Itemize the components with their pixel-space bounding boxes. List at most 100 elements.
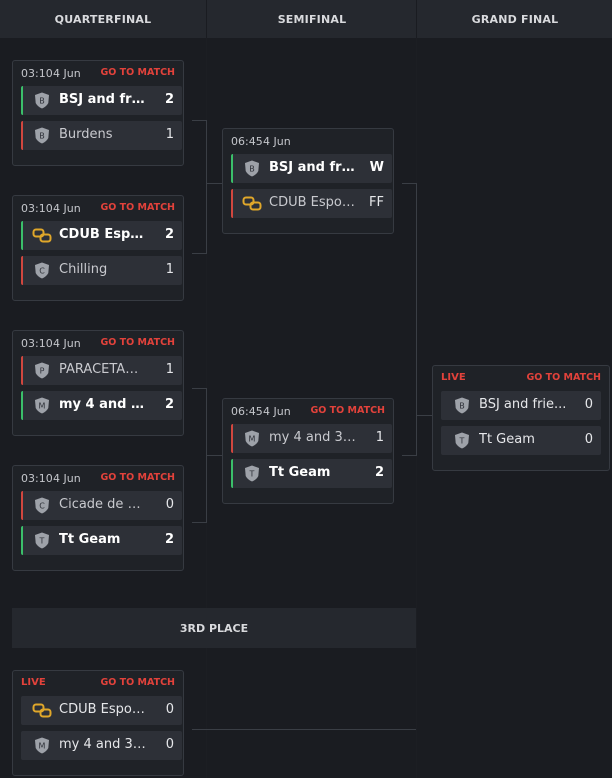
connector-line <box>206 183 222 184</box>
live-badge: LIVE <box>441 372 466 383</box>
team-name: CDUB Esports <box>59 227 149 242</box>
svg-text:T: T <box>39 537 45 546</box>
team-score: 1 <box>375 430 384 445</box>
team-row[interactable]: CDUB Esports 2 <box>21 221 182 250</box>
team-score: 2 <box>164 92 174 107</box>
svg-text:T: T <box>249 470 255 479</box>
third-place-header: 3RD PLACE <box>12 608 416 648</box>
shield-icon: B <box>454 397 470 414</box>
team-name: BSJ and frie... <box>269 160 359 175</box>
match-time: 03:10 <box>21 337 53 350</box>
match-card-semifinal-1: 06:45 4 Jun B BSJ and frie... W CDUB Esp… <box>222 128 394 234</box>
match-card-semifinal-2: 06:45 4 Jun GO TO MATCH M my 4 and 3 ...… <box>222 398 394 504</box>
match-time: 03:10 <box>21 67 53 80</box>
team-row[interactable]: T Tt Geam 2 <box>231 459 392 488</box>
match-date: 4 Jun <box>53 472 81 485</box>
match-time: 06:45 <box>231 135 263 148</box>
connector-line <box>402 455 417 456</box>
match-date: 4 Jun <box>263 135 291 148</box>
go-to-match-link[interactable]: GO TO MATCH <box>310 405 385 416</box>
team-name: Burdens <box>59 127 113 142</box>
svg-text:T: T <box>459 437 465 446</box>
svg-text:P: P <box>40 367 45 376</box>
match-card-quarterfinal-2: 03:10 4 Jun GO TO MATCH CDUB Esports 2 C… <box>12 195 184 301</box>
go-to-match-link[interactable]: GO TO MATCH <box>100 337 175 348</box>
team-score: 1 <box>165 262 174 277</box>
team-name: Tt Geam <box>479 432 535 447</box>
team-row[interactable]: P PARACETAMOL 1 <box>21 356 182 385</box>
svg-text:B: B <box>459 402 465 411</box>
live-badge: LIVE <box>21 677 46 688</box>
match-time: 03:10 <box>21 202 53 215</box>
team-name: Chilling <box>59 262 108 277</box>
team-score: 2 <box>164 397 174 412</box>
team-row[interactable]: B Burdens 1 <box>21 121 182 150</box>
team-row[interactable]: M my 4 and 3 ... 0 <box>21 731 182 760</box>
match-card-quarterfinal-3: 03:10 4 Jun GO TO MATCH P PARACETAMOL 1 … <box>12 330 184 436</box>
team-name: my 4 and 3 ... <box>269 430 359 445</box>
team-score: 2 <box>374 465 384 480</box>
svg-text:B: B <box>39 97 45 106</box>
go-to-match-link[interactable]: GO TO MATCH <box>100 472 175 483</box>
shield-icon: M <box>244 430 260 447</box>
match-date: 4 Jun <box>53 202 81 215</box>
team-row[interactable]: T Tt Geam 2 <box>21 526 182 555</box>
team-score: 0 <box>584 397 593 412</box>
shield-icon: B <box>34 92 50 109</box>
team-row[interactable]: C Cicade de D... 0 <box>21 491 182 520</box>
team-name: CDUB Esports <box>269 195 359 210</box>
match-time: 03:10 <box>21 472 53 485</box>
team-score: 0 <box>165 497 174 512</box>
connector-line <box>206 120 207 254</box>
grand-final-header: GRAND FINAL <box>416 0 612 38</box>
match-card-grand-final: LIVE GO TO MATCH B BSJ and frie... 0 T T… <box>432 365 610 471</box>
team-name: BSJ and frie... <box>59 92 149 107</box>
team-name: my 4 and 3 e... <box>59 397 149 412</box>
semifinal-column <box>207 0 416 778</box>
connector-line <box>192 253 206 254</box>
go-to-match-link[interactable]: GO TO MATCH <box>100 677 175 688</box>
team-row[interactable]: M my 4 and 3 ... 1 <box>231 424 392 453</box>
team-row[interactable]: CDUB Esports 0 <box>21 696 182 725</box>
svg-text:C: C <box>39 502 45 511</box>
team-row[interactable]: B BSJ and frie... 2 <box>21 86 182 115</box>
match-date: 4 Jun <box>53 67 81 80</box>
shield-icon: T <box>454 432 470 449</box>
svg-text:M: M <box>39 742 46 751</box>
team-score: 1 <box>165 362 174 377</box>
match-card-third-place: LIVE GO TO MATCH CDUB Esports 0 M my 4 a… <box>12 670 184 776</box>
team-row[interactable]: M my 4 and 3 e... 2 <box>21 391 182 420</box>
go-to-match-link[interactable]: GO TO MATCH <box>100 67 175 78</box>
svg-text:M: M <box>39 402 46 411</box>
team-row[interactable]: C Chilling 1 <box>21 256 182 285</box>
connector-line <box>192 388 206 389</box>
team-name: my 4 and 3 ... <box>59 737 149 752</box>
connector-line <box>192 729 416 730</box>
shield-icon: T <box>34 532 50 549</box>
connector-line <box>416 415 432 416</box>
team-score: 2 <box>164 532 174 547</box>
team-score: 0 <box>165 702 174 717</box>
team-row[interactable]: T Tt Geam 0 <box>441 426 601 455</box>
shield-icon: M <box>34 397 50 414</box>
team-name: CDUB Esports <box>59 702 149 717</box>
team-row[interactable]: CDUB Esports FF <box>231 189 392 218</box>
match-time: 06:45 <box>231 405 263 418</box>
go-to-match-link[interactable]: GO TO MATCH <box>100 202 175 213</box>
team-score: W <box>369 160 384 175</box>
connector-line <box>206 455 222 456</box>
shield-icon: C <box>34 497 50 514</box>
go-to-match-link[interactable]: GO TO MATCH <box>526 372 601 383</box>
cdub-logo-icon <box>32 702 52 719</box>
svg-text:C: C <box>39 267 45 276</box>
semifinal-header: SEMIFINAL <box>206 0 417 38</box>
team-row[interactable]: B BSJ and frie... W <box>231 154 392 183</box>
cdub-logo-icon <box>242 195 262 212</box>
team-name: PARACETAMOL <box>59 362 149 377</box>
shield-icon: T <box>244 465 260 482</box>
match-date: 4 Jun <box>263 405 291 418</box>
match-date: 4 Jun <box>53 337 81 350</box>
shield-icon: C <box>34 262 50 279</box>
shield-icon: B <box>244 160 260 177</box>
team-row[interactable]: B BSJ and frie... 0 <box>441 391 601 420</box>
